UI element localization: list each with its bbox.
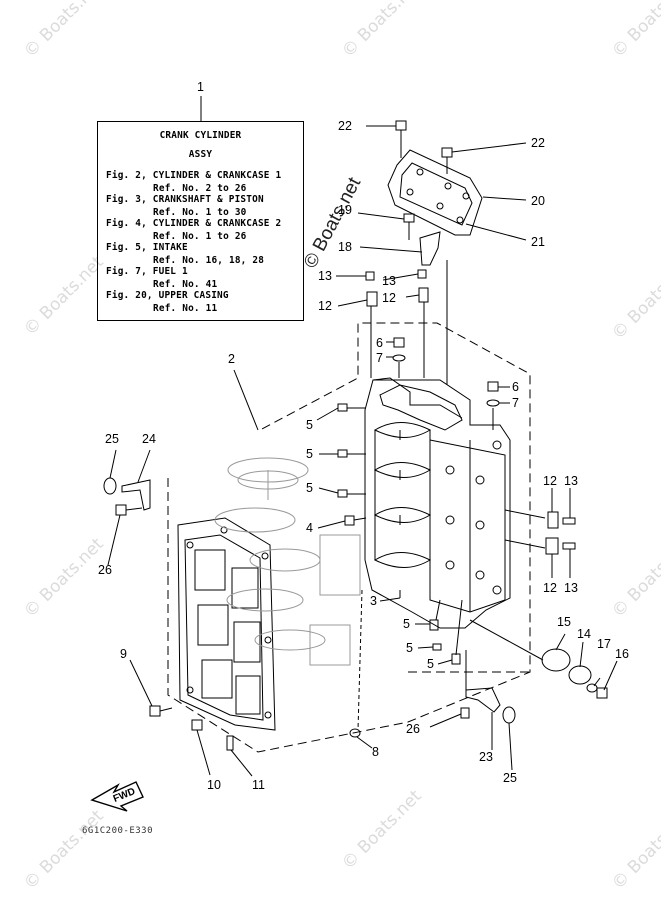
callout-5: 5 <box>403 617 410 631</box>
callout-12: 12 <box>318 299 332 313</box>
callout-8: 8 <box>372 745 379 759</box>
reference-box: CRANK CYLINDER ASSY Fig. 2, CYLINDER & C… <box>97 121 304 321</box>
ref-range: Ref. No. 11 <box>153 303 218 314</box>
callout-7: 7 <box>512 396 519 410</box>
callout-3: 3 <box>370 594 377 608</box>
callout-17: 17 <box>597 637 611 651</box>
callout-12: 12 <box>543 581 557 595</box>
ref-range: Ref. No. 2 to 26 <box>153 183 247 194</box>
callout-6: 6 <box>512 380 519 394</box>
callout-22: 22 <box>531 136 545 150</box>
ref-fig: Fig. 7, FUEL 1 <box>106 266 188 277</box>
callout-10: 10 <box>207 778 221 792</box>
callout-12: 12 <box>382 291 396 305</box>
callout-6: 6 <box>376 336 383 350</box>
callout-23: 23 <box>479 750 493 764</box>
callout-16: 16 <box>615 647 629 661</box>
callout-7: 7 <box>376 351 383 365</box>
ref-fig: Fig. 20, UPPER CASING <box>106 290 229 301</box>
callout-22: 22 <box>338 119 352 133</box>
callout-1: 1 <box>197 80 204 94</box>
ref-fig: Fig. 2, CYLINDER & CRANKCASE 1 <box>106 170 282 181</box>
callout-21: 21 <box>531 235 545 249</box>
callout-2: 2 <box>228 352 235 366</box>
callout-5: 5 <box>306 481 313 495</box>
callout-5: 5 <box>406 641 413 655</box>
ref-fig: Fig. 3, CRANKSHAFT & PISTON <box>106 194 264 205</box>
callout-13: 13 <box>564 581 578 595</box>
callout-25: 25 <box>503 771 517 785</box>
callout-26: 26 <box>98 563 112 577</box>
ref-title-2: ASSY <box>188 149 213 160</box>
ref-fig: Fig. 5, INTAKE <box>106 242 188 253</box>
callout-15: 15 <box>557 615 571 629</box>
ref-fig: Fig. 4, CYLINDER & CRANKCASE 2 <box>106 218 282 229</box>
drawing-code: 6G1C200-E330 <box>82 826 154 836</box>
callout-13: 13 <box>318 269 332 283</box>
callout-4: 4 <box>306 521 313 535</box>
callout-26: 26 <box>406 722 420 736</box>
callout-25: 25 <box>105 432 119 446</box>
callout-18: 18 <box>338 240 352 254</box>
ref-range: Ref. No. 41 <box>153 279 218 290</box>
callout-14: 14 <box>577 627 591 641</box>
callout-11: 11 <box>252 778 265 792</box>
ref-range: Ref. No. 1 to 30 <box>153 207 247 218</box>
callout-12: 12 <box>543 474 557 488</box>
callout-13: 13 <box>382 274 396 288</box>
callout-13: 13 <box>564 474 578 488</box>
callout-5: 5 <box>427 657 434 671</box>
callout-19: 19 <box>338 203 352 217</box>
callout-5: 5 <box>306 418 313 432</box>
ref-title-1: CRANK CYLINDER <box>159 130 242 141</box>
ref-range: Ref. No. 1 to 26 <box>153 231 247 242</box>
callout-5: 5 <box>306 447 313 461</box>
callout-20: 20 <box>531 194 545 208</box>
callout-24: 24 <box>142 432 156 446</box>
ref-range: Ref. No. 16, 18, 28 <box>153 255 265 266</box>
callout-9: 9 <box>120 647 127 661</box>
